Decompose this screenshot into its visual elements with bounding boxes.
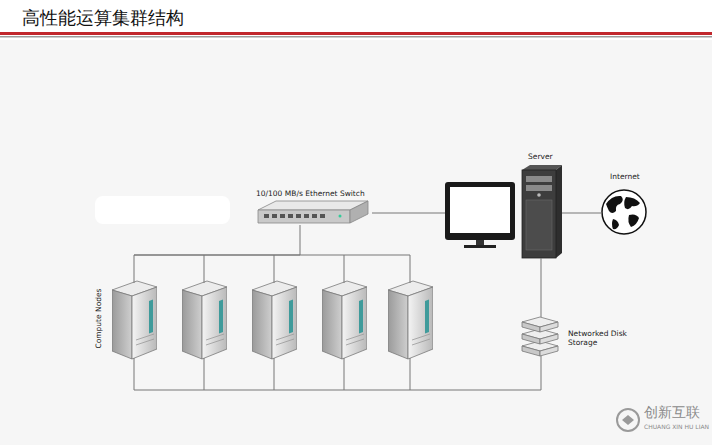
server: Server: [442, 152, 566, 262]
node-label: 10/100 MB/s Ethernet Switch: [256, 189, 365, 198]
group-label: Compute Nodes: [94, 288, 103, 348]
disk-storage: Networked Disk Storage: [518, 316, 636, 360]
internet-globe: Internet: [598, 172, 652, 238]
network-cable: [562, 213, 602, 214]
node-label: Server: [528, 152, 553, 161]
network-cable: [372, 213, 445, 214]
network-cable: [134, 225, 300, 276]
ethernet-switch: 10/100 MB/s Ethernet Switch: [250, 189, 372, 228]
network-cable: [410, 356, 541, 390]
watermark-text: 创新互联: [644, 404, 700, 422]
compute-nodes-group: Compute Nodes: [86, 276, 438, 360]
network-cable: [541, 258, 542, 317]
slide-title: 高性能运算集群结构: [22, 6, 184, 30]
watermark-subtext: CHUANG XIN HU LIAN: [644, 423, 709, 430]
node-label: Networked Disk Storage: [568, 329, 630, 347]
node-label: Internet: [610, 172, 640, 181]
